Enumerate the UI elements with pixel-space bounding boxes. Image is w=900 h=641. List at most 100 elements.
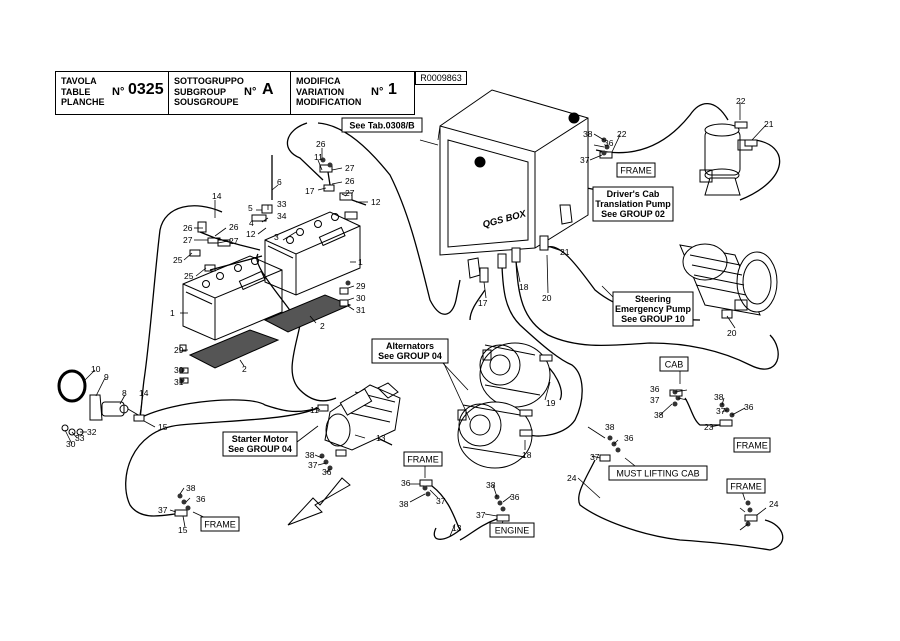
callout: 38 <box>399 499 409 509</box>
leader-lines <box>64 102 767 537</box>
callout: 36 <box>510 492 520 502</box>
callout: 36 <box>624 433 634 443</box>
reference-code: R0009863 <box>415 71 467 85</box>
modification-cell: MODIFICA VARIATION MODIFICATION N° 1 <box>291 72 414 114</box>
callout: 12 <box>246 229 256 239</box>
callout: 8 <box>122 388 127 398</box>
callout: 24 <box>769 499 779 509</box>
callout: 37 <box>476 510 486 520</box>
qgs-box <box>439 89 589 279</box>
table-label: TAVOLA TABLE PLANCHE <box>61 76 105 107</box>
callout: 36 <box>196 494 206 504</box>
callout: 20 <box>542 293 552 303</box>
callout: 9 <box>104 372 109 382</box>
callout: 24 <box>567 473 577 483</box>
callout: 36 <box>322 467 332 477</box>
washers <box>177 137 753 527</box>
see-tab-label: See Tab.0308/B <box>349 121 415 131</box>
callout: 17 <box>305 186 315 196</box>
translation-pump <box>699 123 753 196</box>
callout: 36 <box>604 138 614 148</box>
table-cell: TAVOLA TABLE PLANCHE N° 0325 <box>56 72 169 114</box>
modification-value: 1 <box>388 81 397 98</box>
callout: 23 <box>704 422 714 432</box>
callout: 33 <box>75 433 85 443</box>
steering-line1: Steering <box>635 294 671 304</box>
drivers-cab-line2: Translation Pump <box>595 199 671 209</box>
callout: 5 <box>248 203 253 213</box>
modification-no-prefix: N° <box>371 86 384 98</box>
callout: 38 <box>583 129 593 139</box>
battery-switch <box>57 369 141 436</box>
callout: 2 <box>320 321 325 331</box>
callout: 12 <box>371 197 381 207</box>
callout: 15 <box>158 422 168 432</box>
callout: 37 <box>580 155 590 165</box>
callout: 26 <box>316 139 326 149</box>
callout: 22 <box>617 129 627 139</box>
callout: 13 <box>452 523 462 533</box>
callout: 37 <box>158 505 168 515</box>
frame-label-cab: FRAME <box>736 441 768 451</box>
callout: 10 <box>91 364 101 374</box>
callout: 38 <box>714 392 724 402</box>
callout: 25 <box>173 255 183 265</box>
callout: 4 <box>249 218 254 228</box>
callout: 18 <box>519 282 529 292</box>
subgroup-no-prefix: N° <box>244 86 257 98</box>
callout: 13 <box>376 433 386 443</box>
battery-front <box>182 255 283 341</box>
callout: 38 <box>605 422 615 432</box>
steering-line2: Emergency Pump <box>615 304 692 314</box>
table-number: 0325 <box>128 81 164 98</box>
callout: 30 <box>66 439 76 449</box>
callout: 36 <box>744 402 754 412</box>
callout: 18 <box>522 450 532 460</box>
emergency-pump <box>679 243 778 316</box>
callout: 26 <box>183 223 193 233</box>
callout: 27 <box>229 236 239 246</box>
callout: 25 <box>184 271 194 281</box>
callout: 19 <box>546 398 556 408</box>
callout: 26 <box>345 176 355 186</box>
callout: 31 <box>356 305 366 315</box>
subgroup-cell: SOTTOGRUPPO SUBGROUP SOUSGROUPE N° A <box>169 72 291 114</box>
drivers-cab-line1: Driver's Cab <box>607 189 660 199</box>
callout: 37 <box>650 395 660 405</box>
engine-label: ENGINE <box>495 526 530 536</box>
subgroup-value: A <box>262 81 274 98</box>
callout: 11 <box>314 152 323 162</box>
callout: 30 <box>356 293 366 303</box>
callout: 32 <box>87 427 97 437</box>
drivers-cab-line3: See GROUP 02 <box>601 209 665 219</box>
battery-terminals <box>179 164 358 384</box>
modification-label: MODIFICA VARIATION MODIFICATION <box>296 76 362 107</box>
callout: 37 <box>590 452 600 462</box>
frame-label-alternator: FRAME <box>407 455 439 465</box>
callout: 31 <box>174 377 184 387</box>
callout: 21 <box>560 247 570 257</box>
alternator-upper <box>479 342 551 408</box>
callout: 37 <box>308 460 318 470</box>
callout: 11 <box>310 405 319 415</box>
callout: 22 <box>736 96 746 106</box>
alternator-lower <box>457 401 533 469</box>
callout: 37 <box>716 406 726 416</box>
callout: 38 <box>186 483 196 493</box>
callout: 29 <box>174 345 184 355</box>
callout: 14 <box>212 191 222 201</box>
callout: 29 <box>356 281 366 291</box>
callout: 15 <box>178 525 188 535</box>
callout: 1 <box>358 257 363 267</box>
callout: 1 <box>170 308 175 318</box>
frame-label-cab-pump: FRAME <box>620 166 652 176</box>
callout: 2 <box>242 364 247 374</box>
callout: 34 <box>277 211 287 221</box>
callout: 33 <box>277 199 287 209</box>
cab-label: CAB <box>665 360 684 370</box>
callout: 38 <box>486 480 496 490</box>
callout: 21 <box>764 119 774 129</box>
callout: 27 <box>345 188 355 198</box>
callout-numbers: 14 26 27 26 27 25 25 26 11 27 26 17 27 1… <box>66 96 779 535</box>
